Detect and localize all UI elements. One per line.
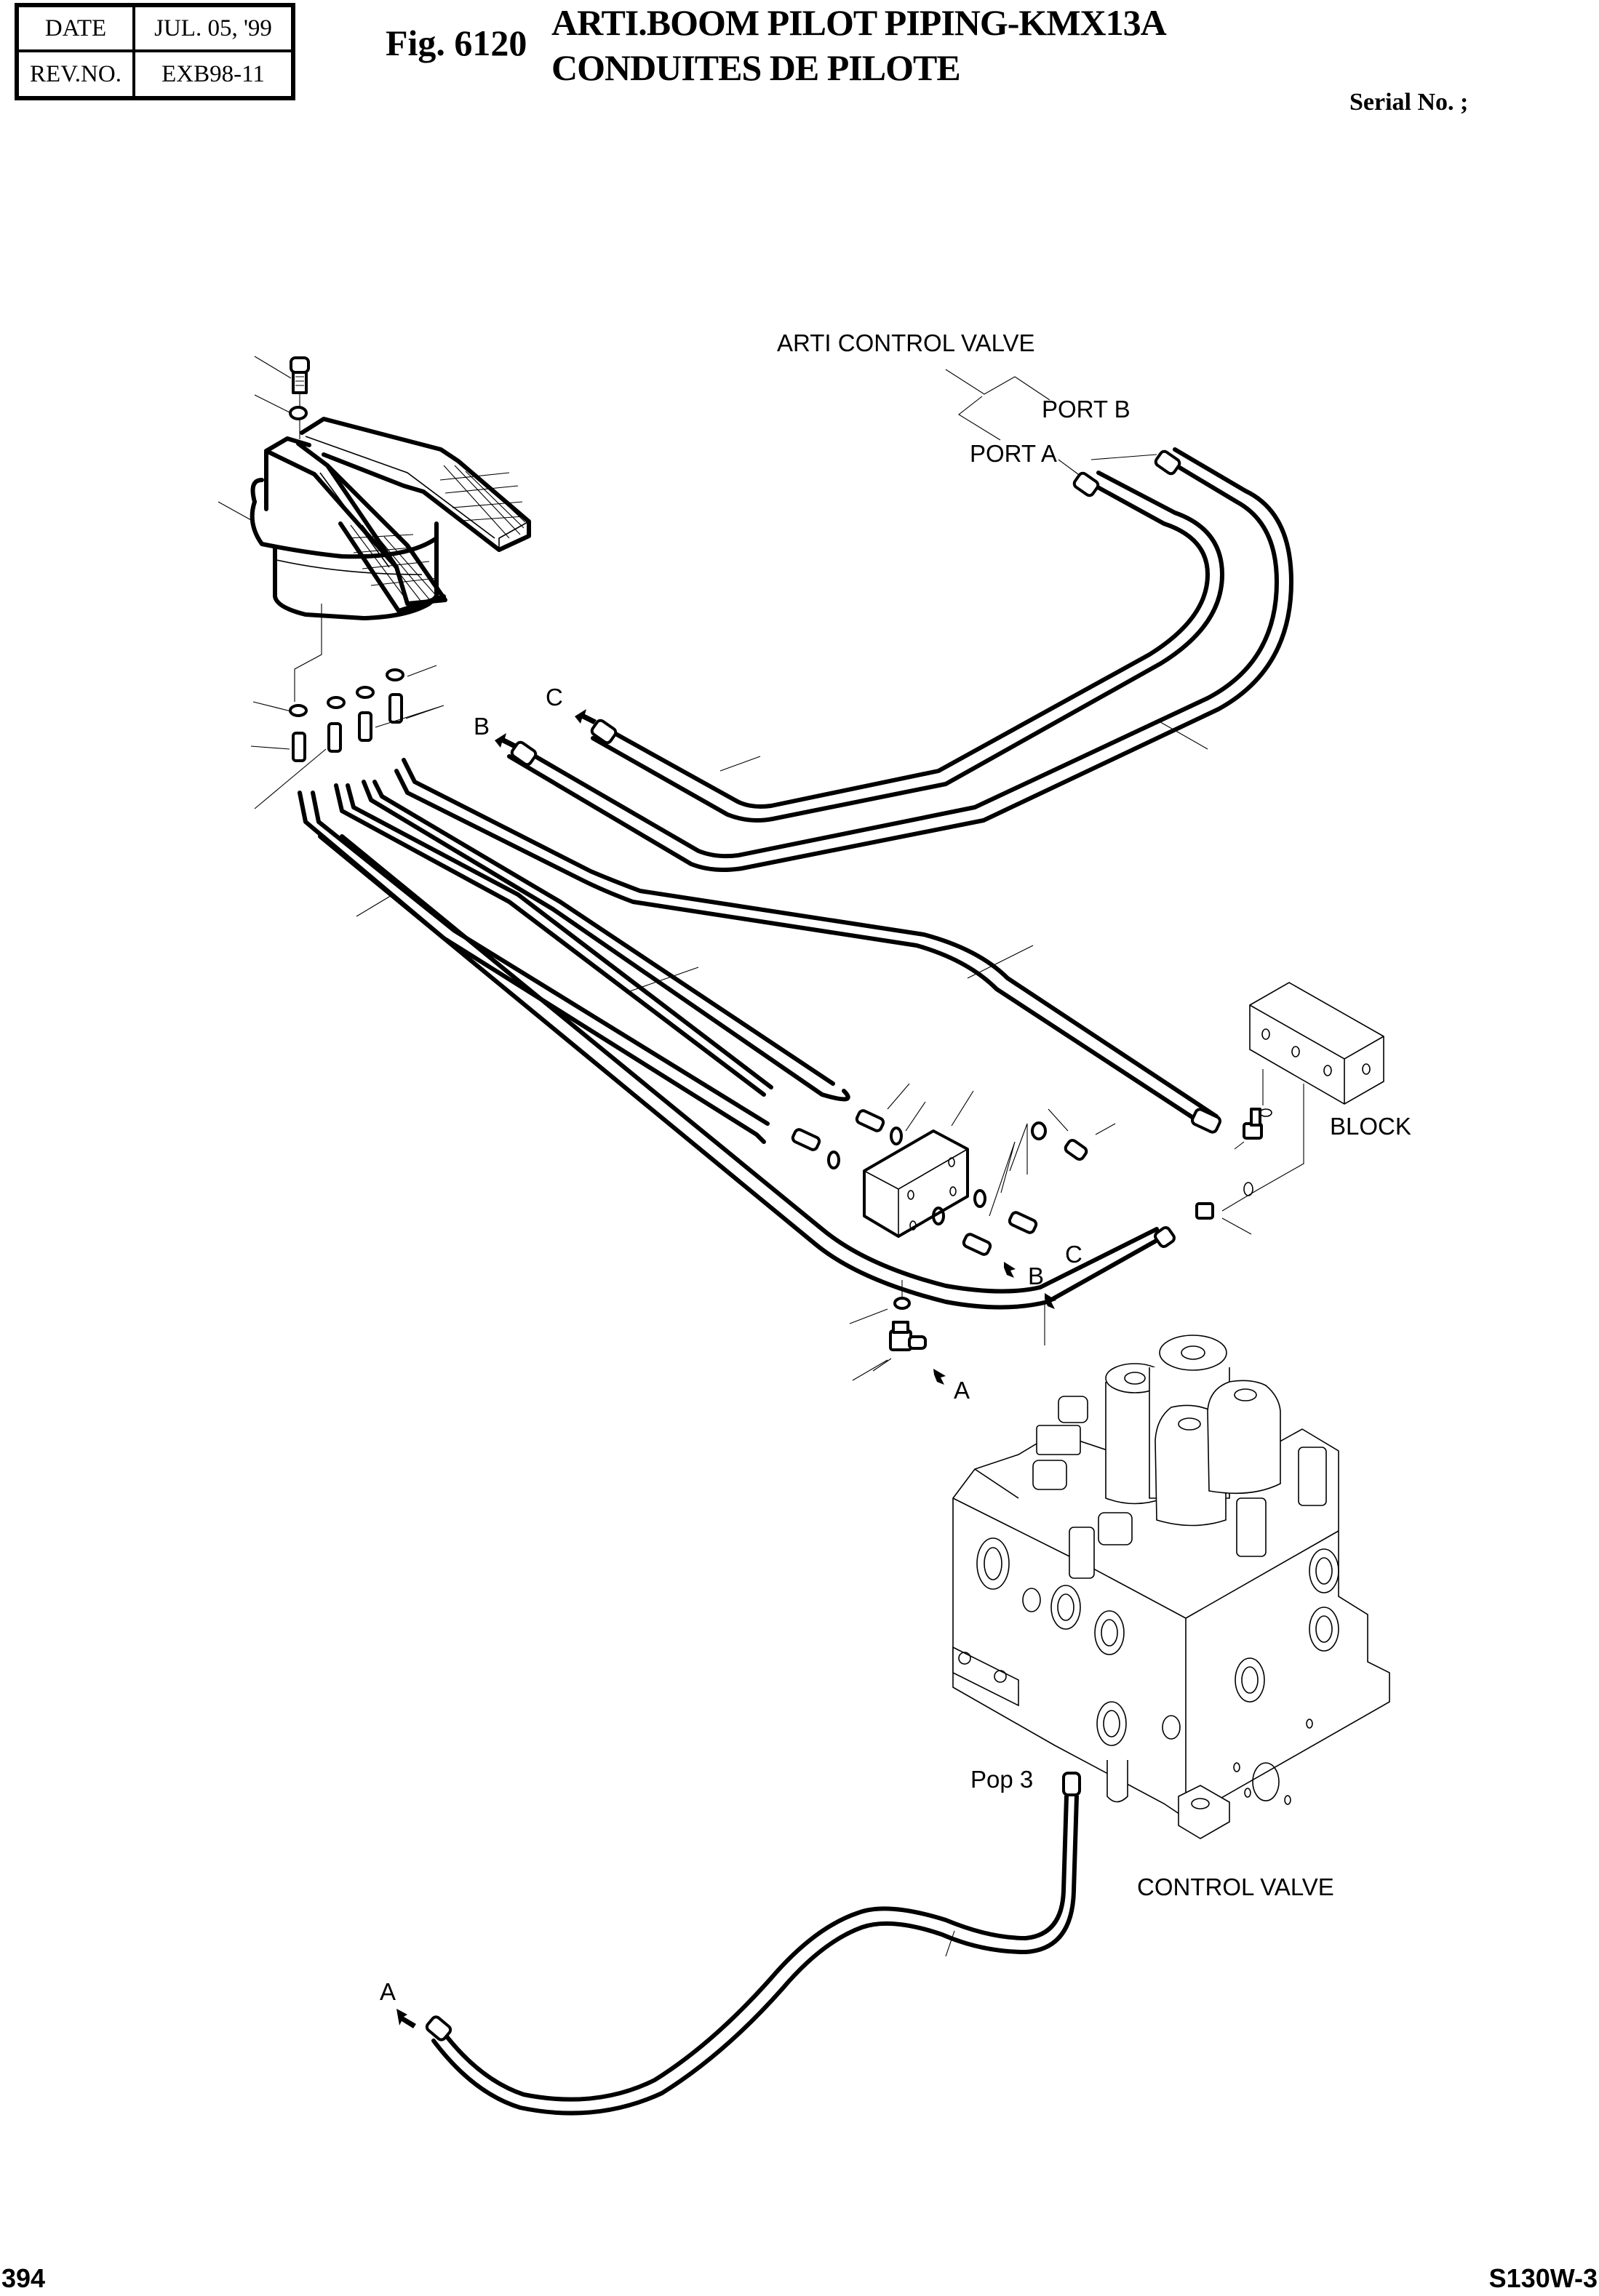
title-english: ARTI.BOOM PILOT PIPING-KMX13A	[551, 2, 1167, 43]
elbow-fittings	[1154, 1069, 1304, 1248]
label-arti-control-valve: ARTI CONTROL VALVE	[777, 329, 1035, 356]
label-to-b: B	[1028, 1263, 1045, 1289]
label-hose-c: C	[546, 684, 563, 711]
label-block: BLOCK	[1330, 1113, 1411, 1140]
label-control-valve: CONTROL VALVE	[1137, 1873, 1334, 1900]
rev-label: REV.NO.	[18, 52, 135, 97]
label-port-b: PORT B	[1042, 396, 1131, 423]
revision-table: DATE JUL. 05, '99 REV.NO. EXB98-11	[15, 3, 295, 100]
rev-value: EXB98-11	[135, 52, 292, 97]
label-pop3: Pop 3	[970, 1766, 1034, 1793]
arti-valve-hoses	[495, 369, 1293, 872]
model-code: S130W-3	[1488, 2263, 1598, 2293]
date-label: DATE	[18, 7, 135, 52]
pop3-hose	[396, 1772, 1081, 2116]
control-valve-body	[952, 1335, 1390, 1839]
pilot-hoses	[298, 758, 1219, 1345]
page-number: 394	[1, 2263, 46, 2293]
pedal-valve-assembly	[218, 356, 531, 702]
serial-number-label: Serial No. ;	[1349, 89, 1469, 116]
title-french: CONDUITES DE PILOTE	[551, 47, 961, 88]
manifold-block	[791, 1083, 1116, 1309]
tee-fitting	[849, 1280, 946, 1385]
label-to-c: C	[1065, 1241, 1082, 1268]
label-to-a: A	[954, 1377, 970, 1404]
label-port-a: PORT A	[970, 440, 1057, 467]
label-hose-b: B	[474, 713, 490, 740]
fittings-group	[250, 665, 444, 809]
date-value: JUL. 05, '99	[135, 7, 292, 52]
label-from-a: A	[380, 1978, 396, 2005]
block-component	[1249, 982, 1384, 1105]
figure-number: Fig. 6120	[386, 23, 527, 63]
